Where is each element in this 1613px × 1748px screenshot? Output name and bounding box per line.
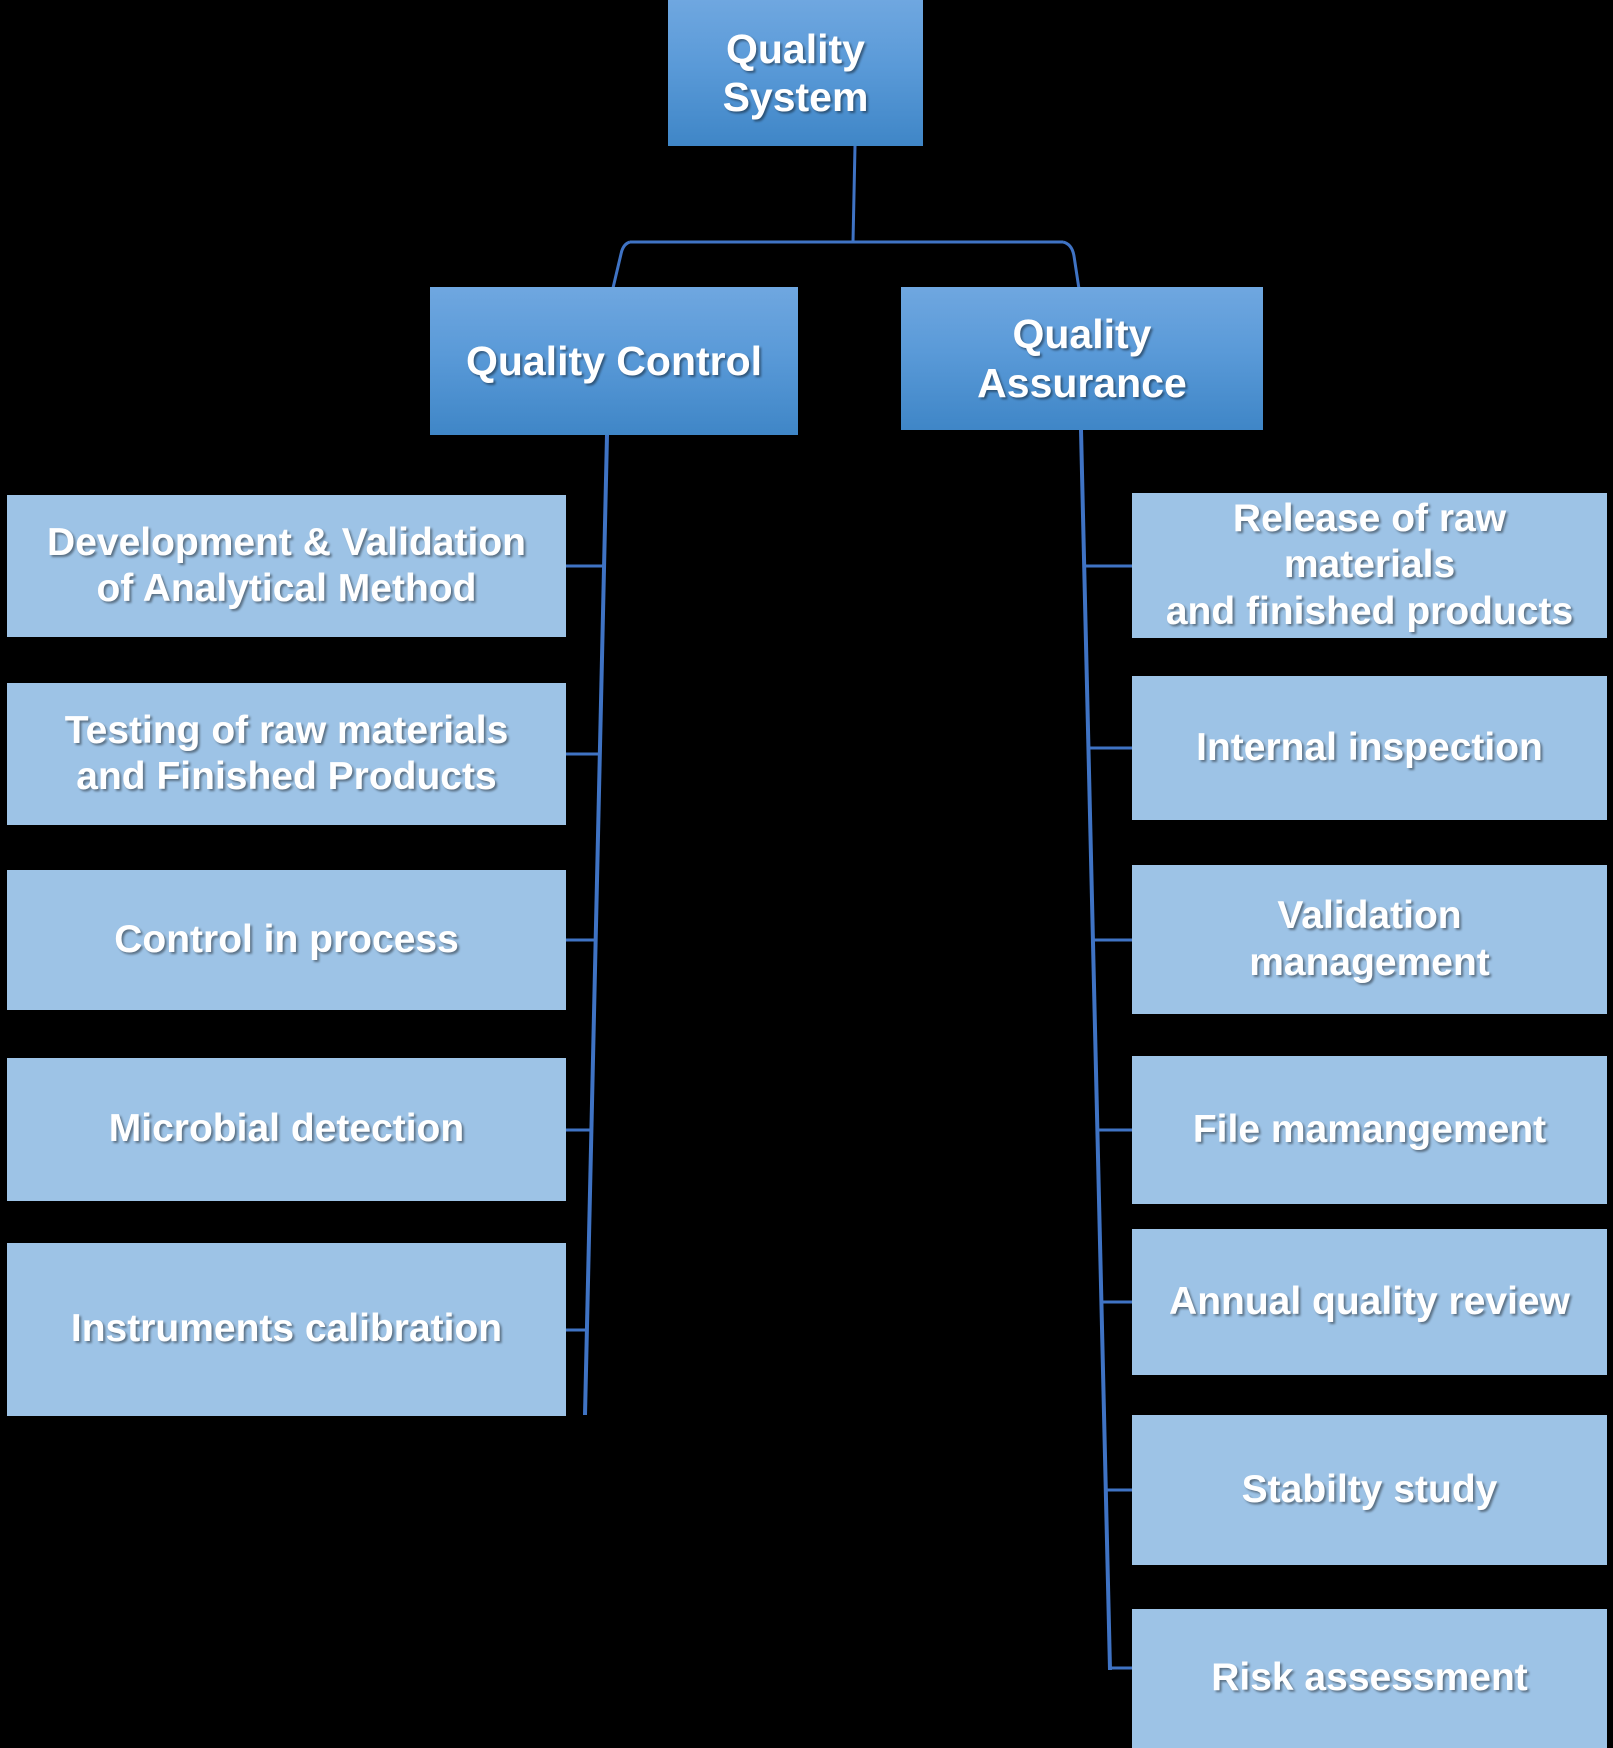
node-qa-child-4-label: File mamangement: [1192, 1107, 1547, 1151]
node-qa-child-4[interactable]: File mamangement: [1132, 1056, 1607, 1204]
node-qc-child-4-label: Microbial detection: [108, 1107, 465, 1151]
node-quality-assurance[interactable]: Quality Assurance: [901, 287, 1263, 430]
node-qa-child-1-label: Release of raw materials and finished pr…: [1165, 497, 1574, 633]
node-qc-child-1[interactable]: Development & Validation of Analytical M…: [7, 495, 566, 637]
node-quality-system[interactable]: Quality System: [668, 0, 923, 146]
node-qa-child-3[interactable]: Validation management: [1132, 865, 1607, 1014]
node-qc-child-2-label: Testing of raw materials and Finished Pr…: [64, 708, 509, 798]
node-qa-child-5-label: Annual quality review: [1169, 1279, 1570, 1323]
node-qa-child-2-label: Internal inspection: [1196, 725, 1543, 769]
node-quality-control-label: Quality Control: [465, 337, 763, 384]
node-qa-child-6[interactable]: Stabilty study: [1132, 1415, 1607, 1565]
node-qc-child-5[interactable]: Instruments calibration: [7, 1243, 566, 1416]
node-quality-system-label: Quality System: [722, 25, 869, 120]
node-qa-child-1[interactable]: Release of raw materials and finished pr…: [1132, 493, 1607, 638]
node-qa-child-5[interactable]: Annual quality review: [1132, 1229, 1607, 1375]
node-qa-child-6-label: Stabilty study: [1241, 1467, 1498, 1511]
node-qa-child-7[interactable]: Risk assessment: [1132, 1609, 1607, 1748]
node-qc-child-4[interactable]: Microbial detection: [7, 1058, 566, 1201]
node-qa-child-7-label: Risk assessment: [1211, 1656, 1528, 1700]
node-quality-control[interactable]: Quality Control: [430, 287, 798, 435]
node-qa-child-2[interactable]: Internal inspection: [1132, 676, 1607, 820]
node-quality-assurance-label: Quality Assurance: [977, 311, 1187, 406]
node-qc-child-5-label: Instruments calibration: [70, 1307, 503, 1351]
node-qa-child-3-label: Validation management: [1249, 894, 1490, 984]
node-qc-child-1-label: Development & Validation of Analytical M…: [47, 520, 526, 610]
node-qc-child-3[interactable]: Control in process: [7, 870, 566, 1010]
node-qc-child-2[interactable]: Testing of raw materials and Finished Pr…: [7, 683, 566, 825]
node-qc-child-3-label: Control in process: [114, 917, 459, 961]
